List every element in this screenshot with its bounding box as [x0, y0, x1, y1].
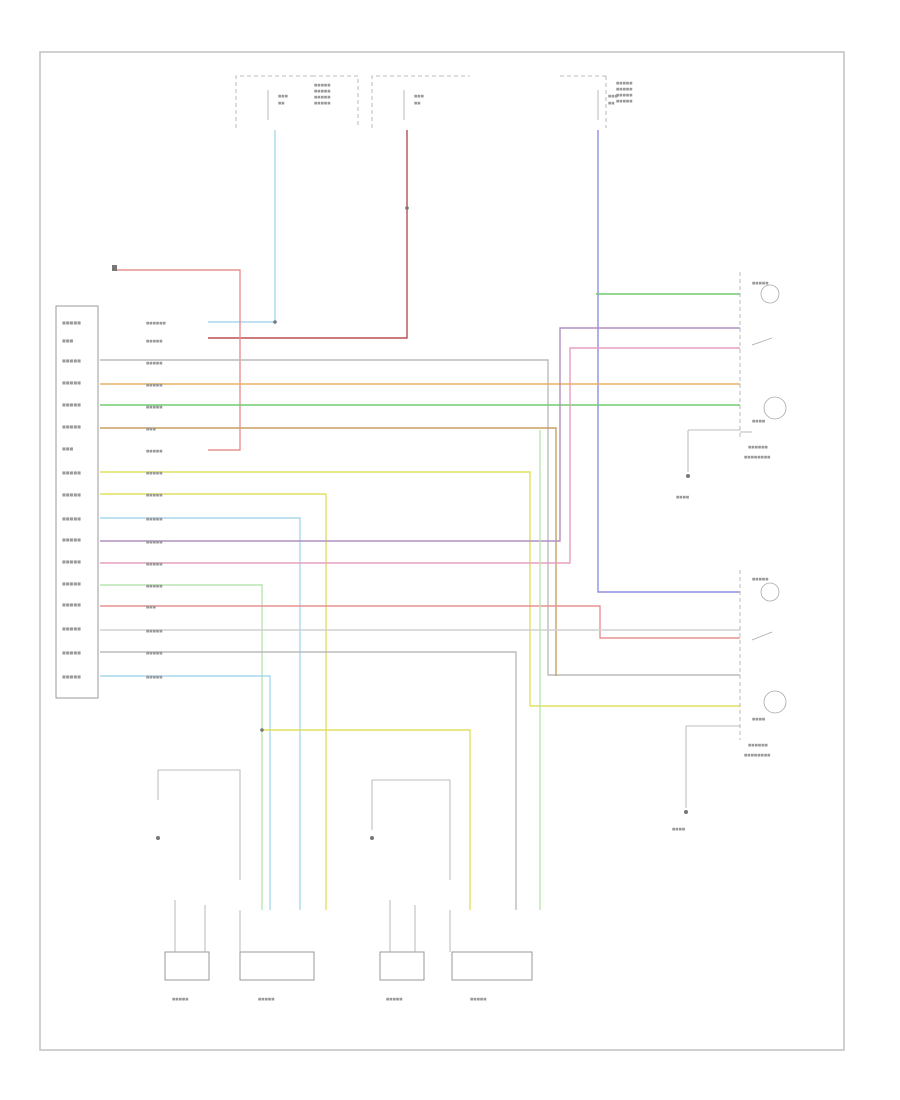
- svg-text:■■■■■: ■■■■■: [62, 626, 81, 631]
- svg-text:■■■■■: ■■■■■: [752, 281, 769, 285]
- svg-text:■■■■■: ■■■■■: [62, 470, 81, 475]
- svg-text:■■■■■■■■: ■■■■■■■■: [744, 455, 770, 459]
- right-cushion-heater: [379, 951, 425, 981]
- svg-text:■■: ■■: [278, 101, 285, 105]
- right-back-heater: [451, 951, 533, 981]
- left-cushion-heater: [164, 951, 210, 981]
- svg-text:■■■■: ■■■■: [676, 495, 689, 499]
- wire-labels: ■■■■■■ ■■■■■ ■■■■■ ■■■■■ ■■■■■ ■■■ ■■■■■…: [146, 321, 166, 679]
- svg-text:■■■■■: ■■■■■: [314, 95, 331, 99]
- svg-text:■■■■■: ■■■■■: [314, 101, 331, 105]
- left-heaters: ■■■■■ ■■■■■: [156, 729, 471, 1001]
- svg-text:■■■: ■■■: [62, 338, 74, 343]
- svg-text:■■: ■■: [608, 101, 615, 105]
- svg-text:■■■■■: ■■■■■: [62, 559, 81, 564]
- module-pin-labels: ■■■■■ ■■■ ■■■■■ ■■■■■ ■■■■■ ■■■■■ ■■■ ■■…: [62, 320, 81, 679]
- diagram-frame: [39, 51, 845, 1051]
- svg-text:■■■■■: ■■■■■: [62, 650, 81, 655]
- svg-text:■■■■■: ■■■■■: [146, 562, 163, 566]
- svg-text:■■■■■: ■■■■■: [146, 675, 163, 679]
- feed-wire-right: [597, 130, 740, 593]
- svg-text:■■■■■■■■: ■■■■■■■■: [744, 753, 770, 757]
- svg-text:■■■■■: ■■■■■: [62, 320, 81, 325]
- right-heaters: ■■■■■ ■■■■■: [370, 779, 533, 1001]
- fuse-block-left: ■■■ ■■ ■■■■■ ■■■■■ ■■■■■ ■■■■■: [235, 75, 359, 128]
- module-wires: [100, 327, 740, 910]
- svg-text:■■■■■: ■■■■■: [146, 517, 163, 521]
- svg-text:■■■: ■■■: [608, 94, 618, 98]
- passenger-ground: ■■■■: [672, 810, 688, 831]
- passenger-seat-switch: ■■■■■ ■■■■ ■■■■■■ ■■■■■■■■: [685, 570, 787, 808]
- svg-text:■■■■■: ■■■■■: [470, 997, 487, 1001]
- svg-text:■■■: ■■■: [146, 605, 156, 609]
- svg-text:■■■■■: ■■■■■: [62, 492, 81, 497]
- feed-wire-center: [208, 130, 408, 339]
- driver-seat-switch: ■■■■■ ■■■■ ■■■■■■ ■■■■■■■■: [596, 272, 787, 472]
- svg-text:■■■■: ■■■■: [752, 717, 765, 721]
- svg-text:■■■: ■■■: [414, 94, 424, 98]
- svg-text:■■■■■: ■■■■■: [146, 540, 163, 544]
- svg-text:■■■■■: ■■■■■: [146, 493, 163, 497]
- svg-text:■■■■■: ■■■■■: [616, 99, 633, 103]
- svg-text:■■■■■: ■■■■■: [62, 358, 81, 363]
- svg-text:■■■■■: ■■■■■: [62, 380, 81, 385]
- svg-text:■■■■■: ■■■■■: [146, 584, 163, 588]
- svg-text:■■■: ■■■: [278, 94, 288, 98]
- svg-text:■■■■■: ■■■■■: [386, 997, 403, 1001]
- svg-text:■■: ■■: [414, 101, 421, 105]
- svg-text:■■■■■: ■■■■■: [62, 581, 81, 586]
- svg-text:■■■■■: ■■■■■: [62, 602, 81, 607]
- svg-text:■■■■■: ■■■■■: [172, 997, 189, 1001]
- svg-text:■■■■■■: ■■■■■■: [146, 321, 166, 325]
- svg-text:■■■■■: ■■■■■: [62, 674, 81, 679]
- svg-text:■■■■■: ■■■■■: [146, 449, 163, 453]
- svg-text:■■■■■: ■■■■■: [62, 516, 81, 521]
- feed-wire-left: [208, 130, 276, 323]
- fuse-block-right: ■■■ ■■ ■■■■■ ■■■■■ ■■■■■ ■■■■■: [560, 75, 633, 128]
- svg-text:■■■■■: ■■■■■: [146, 629, 163, 633]
- svg-text:■■■■■: ■■■■■: [752, 577, 769, 581]
- svg-text:■■■■■: ■■■■■: [258, 997, 275, 1001]
- svg-text:■■■■■: ■■■■■: [616, 81, 633, 85]
- svg-text:■■■■■: ■■■■■: [314, 89, 331, 93]
- svg-text:■■■■■: ■■■■■: [146, 405, 163, 409]
- svg-text:■■■: ■■■: [146, 427, 156, 431]
- ground-connector-top: [112, 265, 241, 451]
- svg-text:■■■■■■: ■■■■■■: [748, 743, 768, 747]
- svg-text:■■■■■: ■■■■■: [314, 83, 331, 87]
- svg-text:■■■■■: ■■■■■: [62, 424, 81, 429]
- svg-text:■■■■: ■■■■: [672, 827, 685, 831]
- heated-seat-module: [55, 305, 99, 699]
- fuse-block-center: ■■■ ■■: [371, 75, 470, 128]
- svg-text:■■■■■: ■■■■■: [146, 361, 163, 365]
- svg-text:■■■■■: ■■■■■: [146, 651, 163, 655]
- svg-text:■■■■■: ■■■■■: [146, 339, 163, 343]
- left-back-heater: [239, 951, 315, 981]
- svg-text:■■■■■: ■■■■■: [62, 402, 81, 407]
- svg-text:■■■■: ■■■■: [752, 419, 765, 423]
- svg-text:■■■■■: ■■■■■: [146, 471, 163, 475]
- svg-text:■■■■■: ■■■■■: [62, 537, 81, 542]
- svg-text:■■■: ■■■: [62, 446, 74, 451]
- svg-text:■■■■■: ■■■■■: [146, 383, 163, 387]
- svg-text:■■■■■: ■■■■■: [616, 87, 633, 91]
- svg-text:■■■■■■: ■■■■■■: [748, 445, 768, 449]
- svg-text:■■■■■: ■■■■■: [616, 93, 633, 97]
- driver-ground: ■■■■: [676, 474, 690, 499]
- splice-points: [260, 206, 409, 732]
